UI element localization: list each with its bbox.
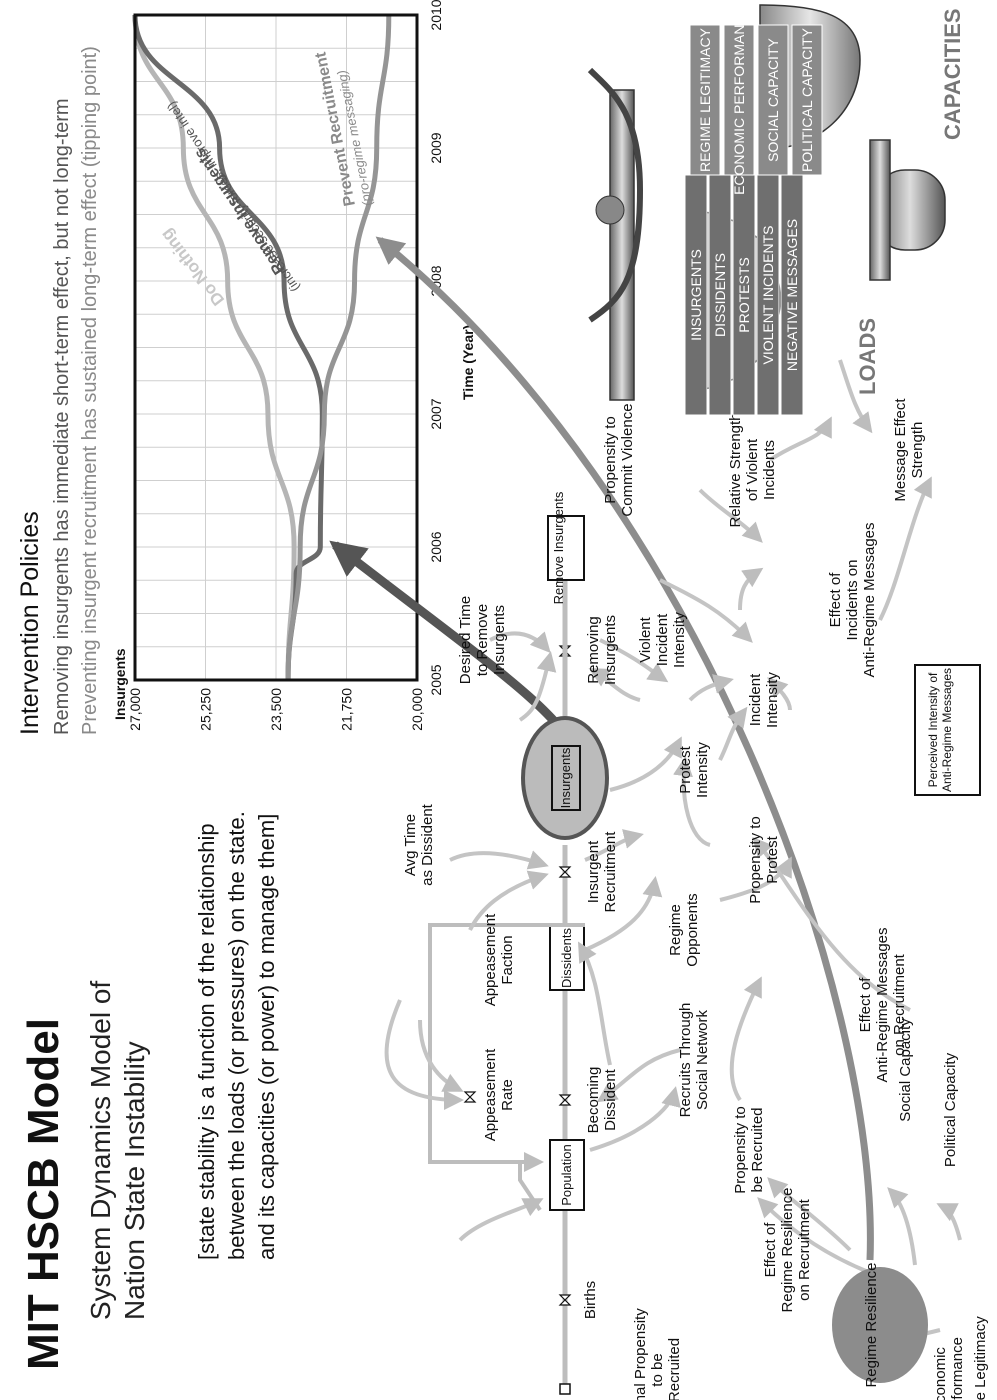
node-regime-legitimacy: Regime Legitimacy	[972, 1316, 989, 1400]
node-propensity-violence: Propensity toCommit Violence	[602, 403, 636, 516]
x-tick-label: 2006	[428, 531, 444, 562]
scale-pivot	[595, 195, 625, 225]
chart-frame	[133, 13, 419, 682]
variable-labels: Births BecomingDissident InsurgentRecruitm…	[402, 398, 989, 1400]
population-label: Population	[559, 1144, 574, 1205]
loads-bands: INSURGENTS DISSIDENTS PROTESTS VIOLENT INCI…	[684, 174, 804, 416]
perceived-intensity-label: Perceived Intensity of Anti-Regime Messa…	[926, 667, 954, 793]
x-tick-label: 2005	[428, 664, 444, 695]
capacity-band	[723, 24, 755, 176]
y-tick-label: 20,000	[409, 688, 425, 731]
chart-xlabel: Time (Year)	[460, 325, 476, 400]
insurgents-stock	[551, 745, 581, 811]
subtitle-line-1: System Dynamics Model of	[85, 981, 116, 1320]
node-social-capacity: Social Capacity	[897, 1018, 914, 1122]
node-economic-performance: EconomicPerformance	[932, 1337, 966, 1400]
series-line-0	[132, 14, 297, 681]
node-political-capacity: Political Capacity	[942, 1052, 959, 1167]
quote-line-3: and its capacities (or power) to manage …	[254, 814, 279, 1260]
loads-title: LOADS	[855, 318, 880, 395]
scale-foot	[869, 139, 891, 281]
x-tick-label: 2007	[428, 398, 444, 429]
intervention-line-2: Preventing insurgent recruitment has sus…	[79, 46, 101, 735]
node-effect-incidents: Effect ofIncidents onAnti-Regime Message…	[827, 522, 878, 677]
node-becoming-dissident: BecomingDissident	[585, 1067, 619, 1134]
source-cloud	[559, 1383, 571, 1395]
node-propensity-recruited: Propensity tobe Recruited	[732, 1106, 766, 1194]
y-tick-label: 27,000	[127, 688, 143, 731]
balance-scale: INSURGENTS DISSIDENTS PROTESTS VIOLENT INCI…	[587, 4, 965, 416]
node-recruits-social: Recruits ThroughSocial Network	[677, 1003, 711, 1118]
chart-series	[132, 14, 392, 681]
appeasement-pipe	[428, 923, 585, 1212]
valve-becoming-dissident	[558, 1094, 572, 1106]
regime-resilience-node	[832, 1267, 928, 1383]
node-removing-insurgents: RemovingInsurgents	[585, 615, 619, 685]
scale-arm	[587, 67, 644, 323]
loads-band-label: VIOLENT INCIDENTS	[760, 226, 776, 365]
prevent-recruitment-arrow	[375, 236, 874, 1261]
capacity-band-label: REGIME LEGITIMACY	[697, 27, 713, 172]
capacity-band	[791, 24, 823, 176]
page-title: MIT HSCB Model	[19, 1018, 68, 1370]
node-normal-propensity: Normal Propensityto beRecruited	[632, 1308, 683, 1400]
node-births: Births	[582, 1281, 599, 1319]
capacity-band	[689, 24, 721, 176]
intervention-line-1: Removing insurgents has immediate short-…	[51, 98, 73, 735]
chart-ylabel: Insurgents	[112, 648, 128, 720]
series-line-1	[132, 14, 325, 681]
capacity-band-label: ECONOMIC PERFORMANCE	[731, 5, 747, 195]
population-stock	[549, 1139, 585, 1211]
remove-insurgents-label: Remove Insurgents	[551, 491, 566, 604]
y-tick-label: 21,750	[339, 688, 355, 731]
loads-band-label: INSURGENTS	[688, 249, 704, 341]
loads-band-label: PROTESTS	[736, 257, 752, 332]
dissidents-label: Dissidents	[559, 928, 574, 988]
capacities-title: CAPACITIES	[940, 8, 965, 140]
valve-appeasement	[463, 1091, 477, 1103]
node-protest-intensity: ProtestIntensity	[677, 742, 711, 798]
node-propensity-protest: Propensity toProtest	[747, 816, 781, 904]
loads-band-label: DISSIDENTS	[712, 253, 728, 337]
x-tick-label: 2009	[428, 132, 444, 163]
node-message-effect: Message EffectStrength	[892, 398, 926, 502]
node-insurgent-recruitment: InsurgentRecruitment	[585, 831, 619, 913]
node-desired-time: Desired Timeto RemoveInsurgents	[457, 596, 508, 684]
remove-insurgents-sink	[547, 515, 585, 581]
quote-line-1: [state stability is a function of the re…	[194, 823, 219, 1260]
subtitle-line-2: Nation State Instability	[119, 1041, 150, 1320]
node-effect-anti-regime: Effect ofAnti-Regime Messageson Recruitm…	[857, 927, 908, 1082]
x-tick-label: 2010	[428, 0, 444, 31]
insurgents-label: Insurgents	[558, 747, 573, 808]
loads-band-label: NEGATIVE MESSAGES	[784, 219, 800, 371]
capacities-bands: REGIME LEGITIMACY ECONOMIC PERFORMANCE SOC…	[689, 5, 823, 195]
scale-beam	[609, 89, 635, 401]
node-appeasement-rate: AppeasementRate	[482, 1048, 516, 1141]
node-incident-intensity: IncidentIntensity	[747, 672, 781, 728]
perceived-intensity-box	[914, 664, 981, 796]
node-appeasement-faction: AppeasementFaction	[482, 913, 516, 1006]
y-tick-label: 25,250	[198, 688, 214, 731]
series-line-2	[285, 14, 392, 681]
node-relative-strength: Relative Strengthof ViolentIncidents	[727, 412, 778, 527]
causal-links	[384, 359, 962, 1354]
quote-line-2: between the loads (or pressures) on the …	[224, 811, 249, 1260]
node-violent-incident-intensity: ViolentIncidentIntensity	[637, 612, 688, 668]
capacity-band-label: POLITICAL CAPACITY	[799, 27, 815, 172]
intervention-title: Intervention Policies	[16, 511, 44, 735]
node-regime-opponents: RegimeOpponents	[667, 893, 701, 966]
valve-births	[558, 1294, 572, 1306]
capacity-band	[757, 24, 789, 176]
regime-resilience-label: Regime Resilience	[863, 1262, 880, 1387]
valve-insurgent-recruitment	[558, 866, 572, 878]
capacity-band-label: SOCIAL CAPACITY	[765, 37, 781, 161]
node-effect-resilience: Effect ofRegime Resilienceon Recruitment	[762, 1187, 813, 1312]
perceived-intensity-fo: Perceived Intensity of Anti-Regime Messa…	[926, 667, 954, 793]
node-avg-time-dissident: Avg Timeas Dissident	[402, 803, 436, 886]
y-tick-label: 23,500	[268, 688, 284, 731]
insurgents-chart: Insurgents 27,000 25,250 23,500 21,750 20,00…	[112, 0, 476, 731]
